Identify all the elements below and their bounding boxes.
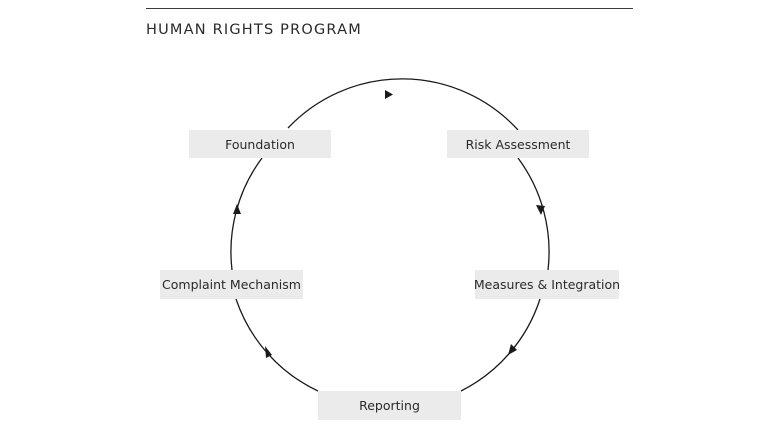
arrowhead-to-risk-assessment	[385, 90, 393, 99]
connector-measures-integration-to-reporting	[460, 298, 541, 392]
header-rule	[146, 8, 633, 9]
stage-label: Risk Assessment	[465, 136, 571, 152]
cycle-arrowheads	[233, 90, 545, 358]
arrowhead-to-foundation	[233, 204, 241, 214]
arrowhead-to-measures-integration	[536, 205, 545, 215]
page-title: HUMAN RIGHTS PROGRAM	[146, 22, 362, 38]
stage-foundation: Foundation	[189, 130, 331, 158]
stage-label: Complaint Mechanism	[162, 277, 301, 292]
stage-risk-assessment: Risk Assessment	[447, 130, 589, 158]
arrowhead-to-reporting	[508, 344, 517, 355]
stage-label: Foundation	[225, 136, 295, 152]
arrowhead-to-complaint-mechanism	[265, 346, 272, 358]
connector-risk-assessment-to-measures-integration	[517, 157, 550, 271]
cycle-connectors	[230, 78, 550, 392]
connector-foundation-to-risk-assessment	[287, 78, 519, 131]
stage-complaint-mechanism: Complaint Mechanism	[160, 270, 303, 299]
stage-label: Reporting	[359, 398, 420, 413]
connector-reporting-to-complaint-mechanism	[235, 298, 319, 392]
stage-measures-integration: Measures & Integration	[473, 270, 621, 299]
stage-reporting: Reporting	[318, 391, 461, 420]
stage-label: Measures & Integration	[473, 277, 621, 292]
